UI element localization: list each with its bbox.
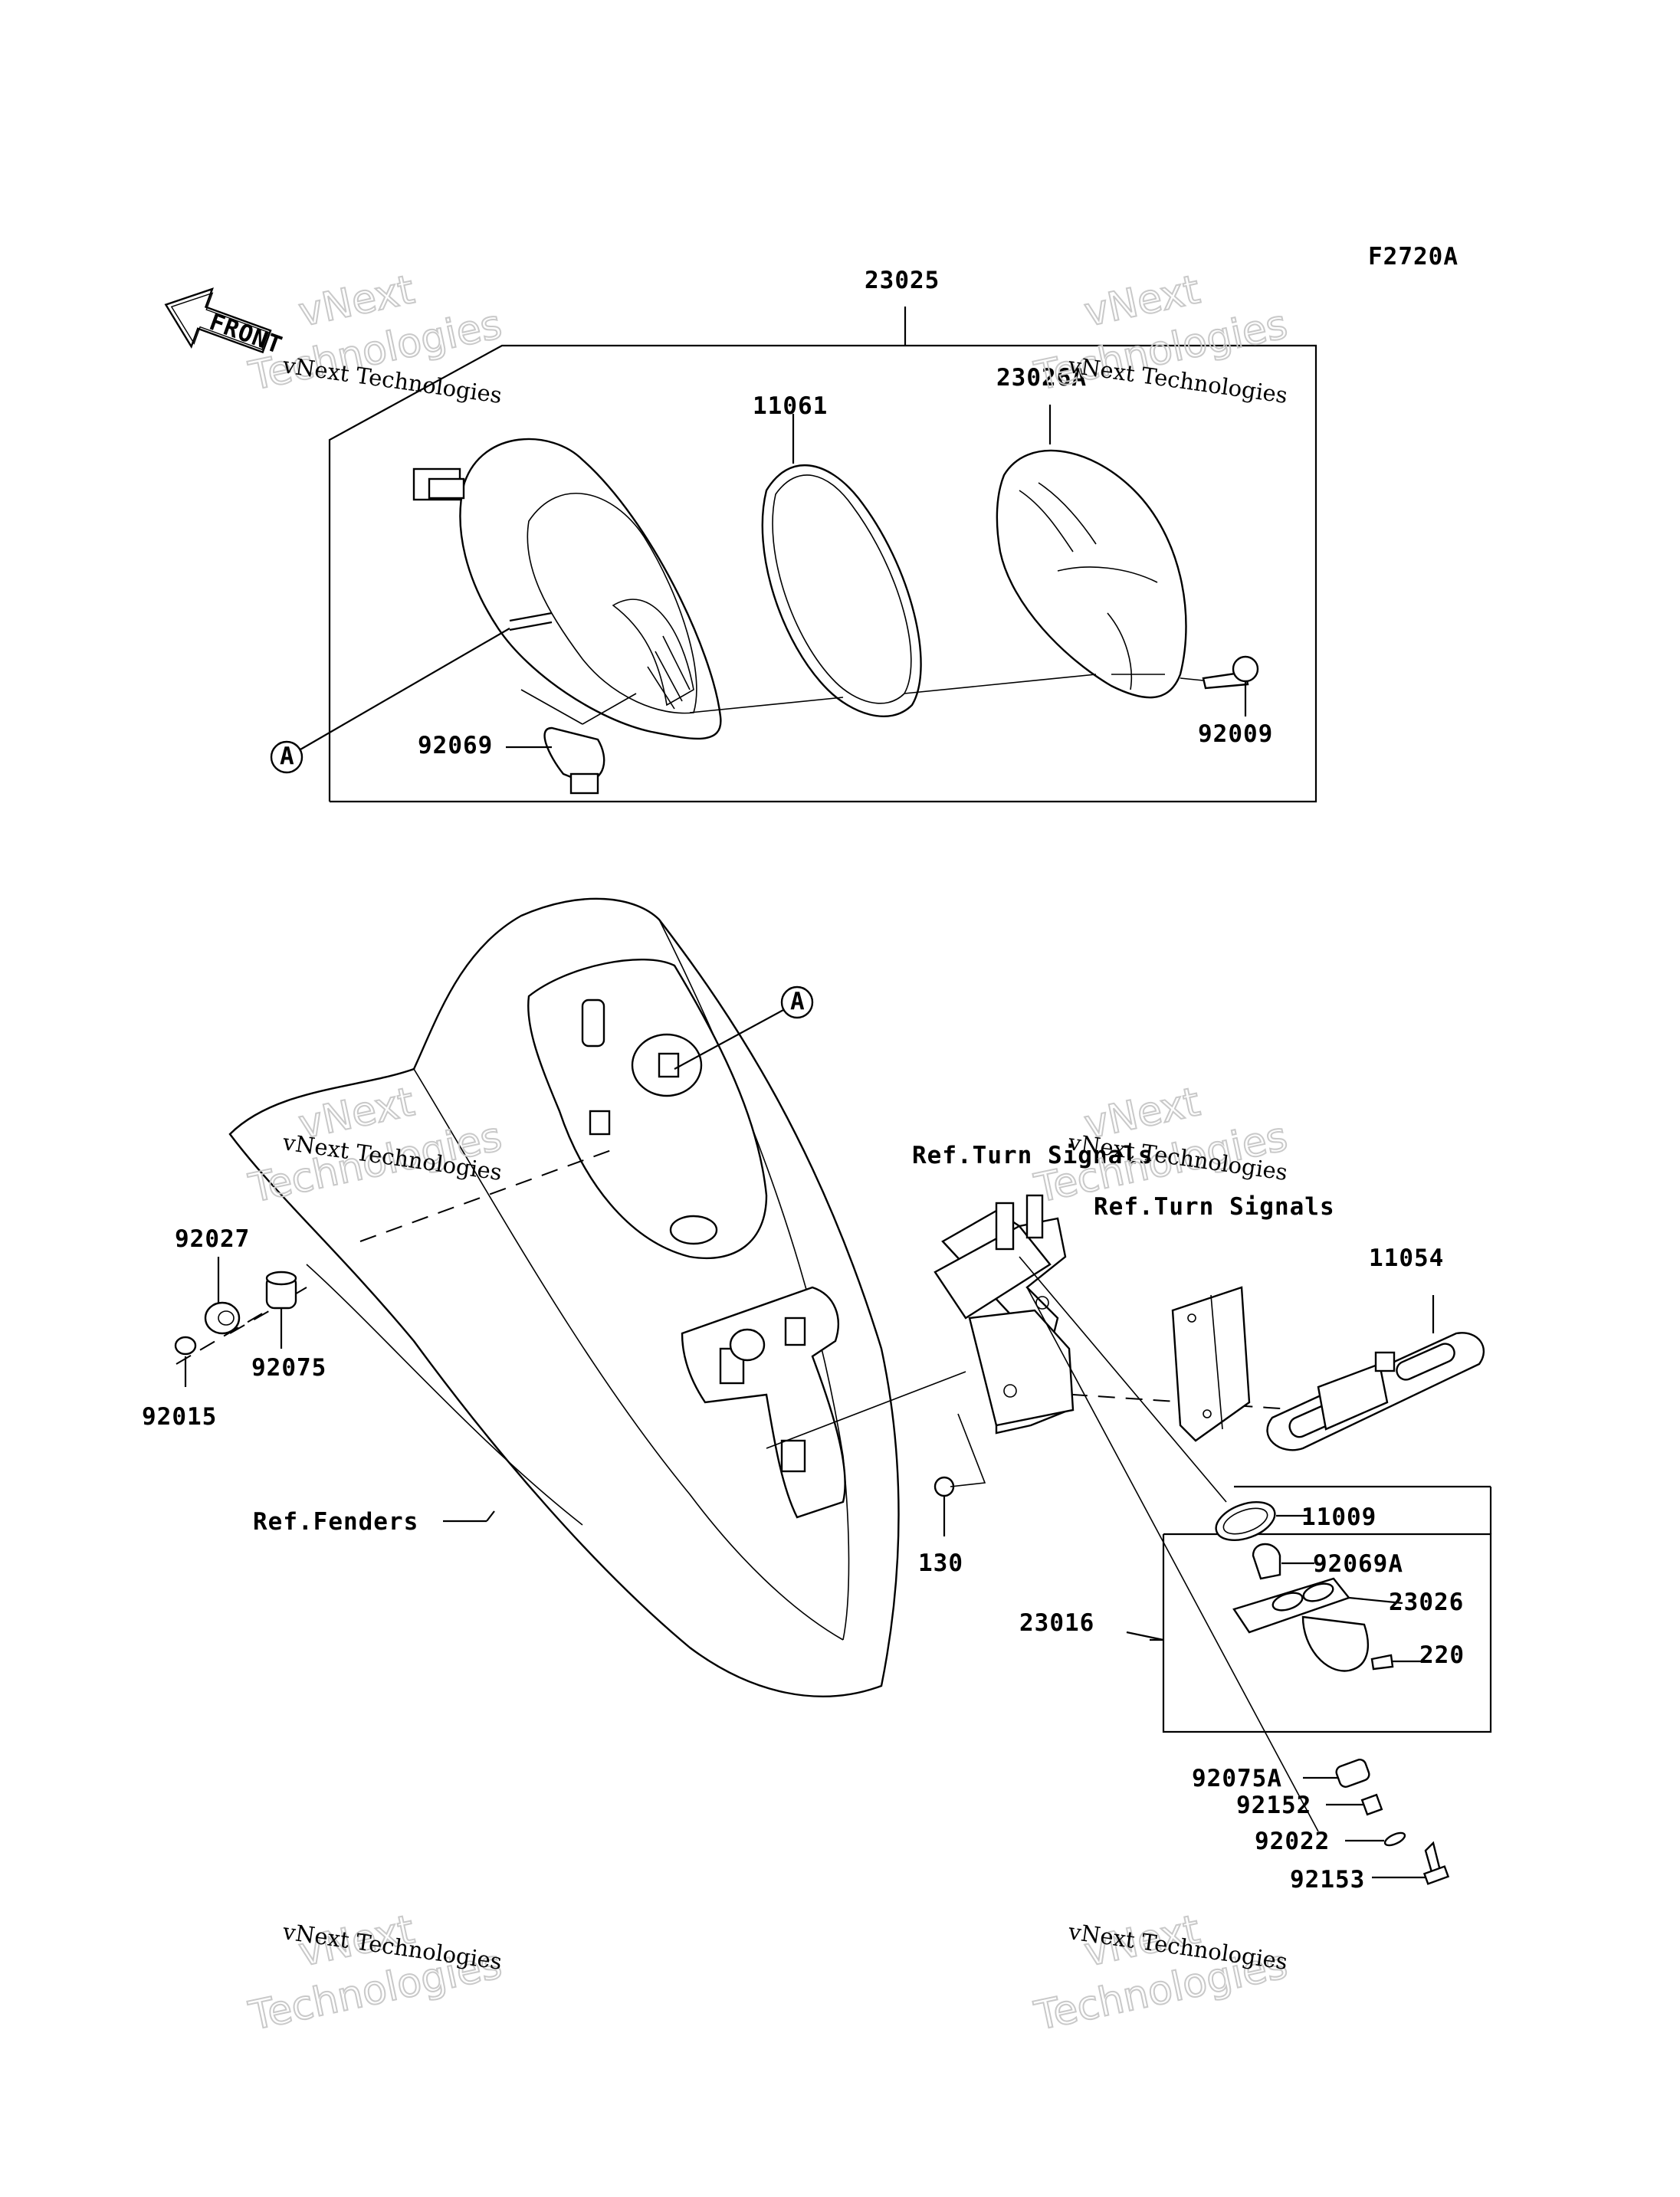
callout-23026A: 23026A xyxy=(996,364,1087,392)
callout-23016: 23016 xyxy=(1019,1609,1094,1637)
callout-92027: 92027 xyxy=(175,1225,250,1253)
callout-11061: 11061 xyxy=(753,392,828,420)
callout-92152: 92152 xyxy=(1236,1792,1311,1819)
callout-220: 220 xyxy=(1419,1641,1465,1669)
callout-23025: 23025 xyxy=(865,267,940,294)
callout-ref-turn-signals-2: Ref.Turn Signals xyxy=(1094,1193,1335,1221)
callout-92075A: 92075A xyxy=(1192,1765,1282,1792)
tail-light-assembly xyxy=(270,307,1317,803)
callout-92009: 92009 xyxy=(1198,720,1273,748)
callout-92069A: 92069A xyxy=(1313,1550,1403,1578)
callout-130: 130 xyxy=(918,1549,963,1577)
callout-92022: 92022 xyxy=(1255,1828,1330,1855)
callout-11054: 11054 xyxy=(1369,1244,1444,1272)
callout-11009: 11009 xyxy=(1301,1503,1376,1531)
callout-92069: 92069 xyxy=(418,732,493,759)
callout-ref-turn-signals-1: Ref.Turn Signals xyxy=(912,1142,1153,1169)
ref-a-bottom: A xyxy=(790,988,806,1015)
callout-labels: F2720A 23025 11061 23026A 92069 92009 A … xyxy=(142,243,1465,1894)
figure-code: F2720A xyxy=(1368,243,1459,271)
watermark-4: vNext Technologies xyxy=(1030,1078,1292,1213)
callout-23026: 23026 xyxy=(1389,1589,1464,1616)
callout-92153: 92153 xyxy=(1290,1866,1365,1894)
callout-92075: 92075 xyxy=(251,1354,326,1382)
callout-ref-fenders: Ref.Fenders xyxy=(253,1508,418,1536)
callout-92015: 92015 xyxy=(142,1403,217,1431)
ref-a-top: A xyxy=(280,743,295,770)
fender-license-assembly xyxy=(174,897,1492,1885)
